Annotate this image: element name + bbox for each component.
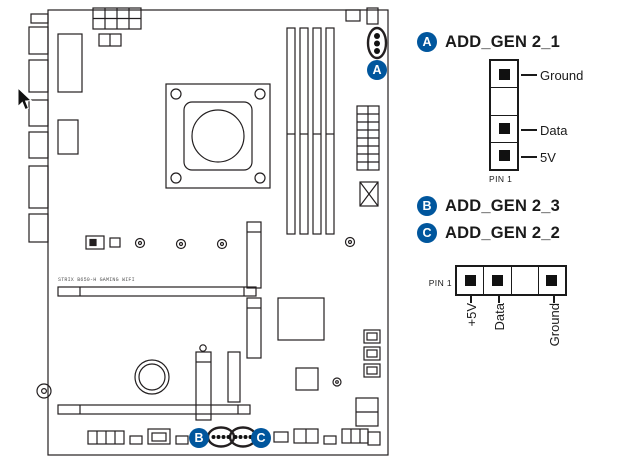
- hpin-label-data-group: Data: [486, 296, 512, 330]
- chipset: [277, 297, 325, 341]
- atx-24pin-connector: [356, 105, 380, 171]
- callout-c-legend-badge: C: [417, 223, 437, 243]
- pin-square: [546, 275, 558, 286]
- pin-square: [498, 150, 510, 162]
- mid-board-headers: [85, 235, 319, 391]
- sata-and-right-edge: [355, 329, 381, 446]
- pin-square: [498, 123, 510, 135]
- pin-cell-3: [491, 116, 517, 143]
- cmos-battery: [134, 359, 170, 395]
- lead-line-data: [521, 129, 537, 131]
- callout-b-legend-badge: B: [417, 196, 437, 216]
- vpin-label-5v: 5V: [540, 150, 556, 165]
- horizontal-header-pinout: [455, 265, 567, 296]
- pin-cell-3-empty: [512, 267, 539, 294]
- header-c-name: ADD_GEN 2_2: [445, 224, 560, 242]
- cpu-socket: [165, 83, 271, 189]
- hpin-label-ground: Ground: [546, 303, 562, 347]
- addressable-headers-bc-marker: [206, 426, 258, 448]
- header-b-name: ADD_GEN 2_3: [445, 197, 560, 215]
- hpin-label-5v-group: +5V: [458, 296, 484, 327]
- tick-line: [470, 296, 472, 303]
- pin-cell-4: [491, 143, 517, 169]
- ram-slots: [286, 27, 335, 235]
- horizontal-pin1-label: PIN 1: [428, 278, 452, 288]
- rear-io-ports: [28, 13, 52, 399]
- callout-c-board-badge: C: [251, 428, 271, 448]
- lead-line-ground: [521, 74, 537, 76]
- callout-a-board-badge: A: [367, 60, 387, 80]
- cpu-power-connectors: [92, 7, 142, 47]
- tick-line: [498, 296, 500, 303]
- pin-square: [491, 275, 503, 286]
- mounting-holes: [134, 236, 356, 387]
- hpin-label-ground-group: Ground: [541, 296, 567, 346]
- pin-cell-1: [457, 267, 485, 294]
- callout-b-board-badge: B: [189, 428, 209, 448]
- motherboard-illustration: STRIX B650-H GAMING WIFI: [17, 7, 389, 456]
- callout-a-legend-badge: A: [417, 32, 437, 52]
- pin-cell-1: [491, 61, 517, 89]
- hpin-label-5v: +5V: [463, 303, 479, 327]
- pin-cell-4: [539, 267, 565, 294]
- pin-square: [464, 275, 476, 286]
- bottom-edge-headers: [87, 428, 369, 445]
- board-outline: [47, 9, 389, 456]
- addressable-header-a-marker: [366, 26, 388, 60]
- usb-front-header: [359, 181, 379, 207]
- m2-slots: [195, 221, 262, 421]
- header-a-name: ADD_GEN 2_1: [445, 33, 560, 51]
- vertical-pin1-label: PIN 1: [489, 174, 513, 184]
- silkscreen-text: STRIX B650-H GAMING WIFI: [58, 277, 135, 283]
- top-right-headers: [345, 7, 379, 25]
- pin-square: [498, 68, 510, 80]
- mouse-cursor-icon: [17, 86, 33, 111]
- tick-line: [553, 296, 555, 303]
- pin-cell-2-empty: [491, 88, 517, 116]
- vpin-label-ground: Ground: [540, 68, 584, 83]
- vpin-label-data: Data: [540, 123, 568, 138]
- vrm-heatsink: [57, 33, 83, 155]
- pcie-slots: [57, 286, 257, 415]
- pin-cell-2: [484, 267, 512, 294]
- vertical-header-pinout: [489, 59, 519, 171]
- lead-line-5v: [521, 156, 537, 158]
- hpin-label-data: Data: [491, 303, 507, 331]
